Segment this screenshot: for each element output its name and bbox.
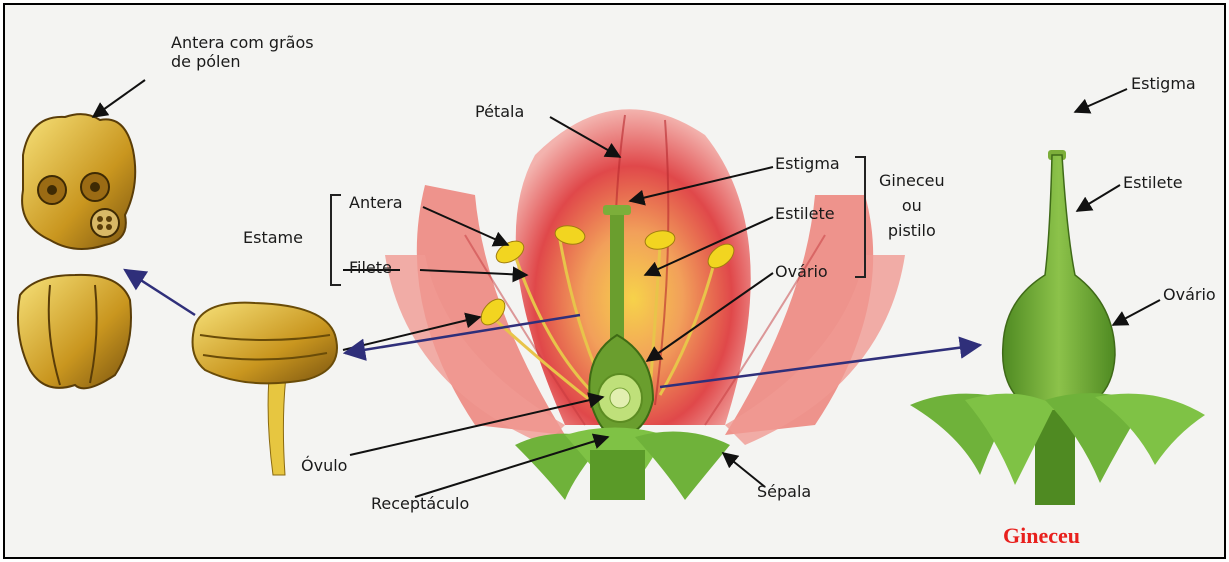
- gynoecium-magnified: [910, 150, 1205, 505]
- label-petala: Pétala: [475, 102, 524, 121]
- label-gineceu-ou-pistilo: Gineceu ou pistilo: [879, 169, 945, 243]
- label-estigma-right: Estigma: [1131, 74, 1196, 93]
- label-estilete-right: Estilete: [1123, 173, 1183, 192]
- label-estame: Estame: [243, 228, 303, 247]
- estame-bracket: [331, 195, 341, 285]
- label-sepala: Sépala: [757, 482, 811, 501]
- diagram-frame: Antera com grãos de pólen Pétala Estigma…: [3, 3, 1226, 559]
- anther-whole: [18, 275, 131, 388]
- caption-gineceu: Gineceu: [1003, 523, 1080, 549]
- stamen-magnified: [193, 303, 337, 475]
- label-antera-com-graos: Antera com grãos de pólen: [171, 33, 314, 71]
- label-estilete-center: Estilete: [775, 204, 835, 223]
- sepals-center: [515, 428, 730, 501]
- label-receptaculo: Receptáculo: [371, 494, 469, 513]
- label-ovario-right: Ovário: [1163, 285, 1216, 304]
- label-ovario-center: Ovário: [775, 262, 828, 281]
- label-filete: Filete: [349, 258, 392, 277]
- anther-cross-section: [22, 114, 135, 249]
- label-antera: Antera: [349, 193, 403, 212]
- label-estigma-center: Estigma: [775, 154, 840, 173]
- label-ovulo: Óvulo: [301, 456, 347, 475]
- flower-illustration: [5, 5, 1224, 557]
